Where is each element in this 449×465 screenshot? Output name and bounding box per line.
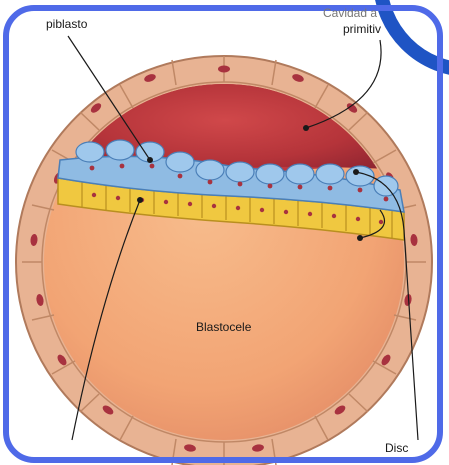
label-cavity-line1: Cavidad a	[323, 6, 377, 20]
label-cavity-line2: primitiv	[343, 22, 381, 36]
label-epiblast: piblasto	[46, 17, 87, 31]
label-blastocoel: Blastocele	[196, 320, 251, 334]
label-disc: Disc	[385, 441, 408, 455]
